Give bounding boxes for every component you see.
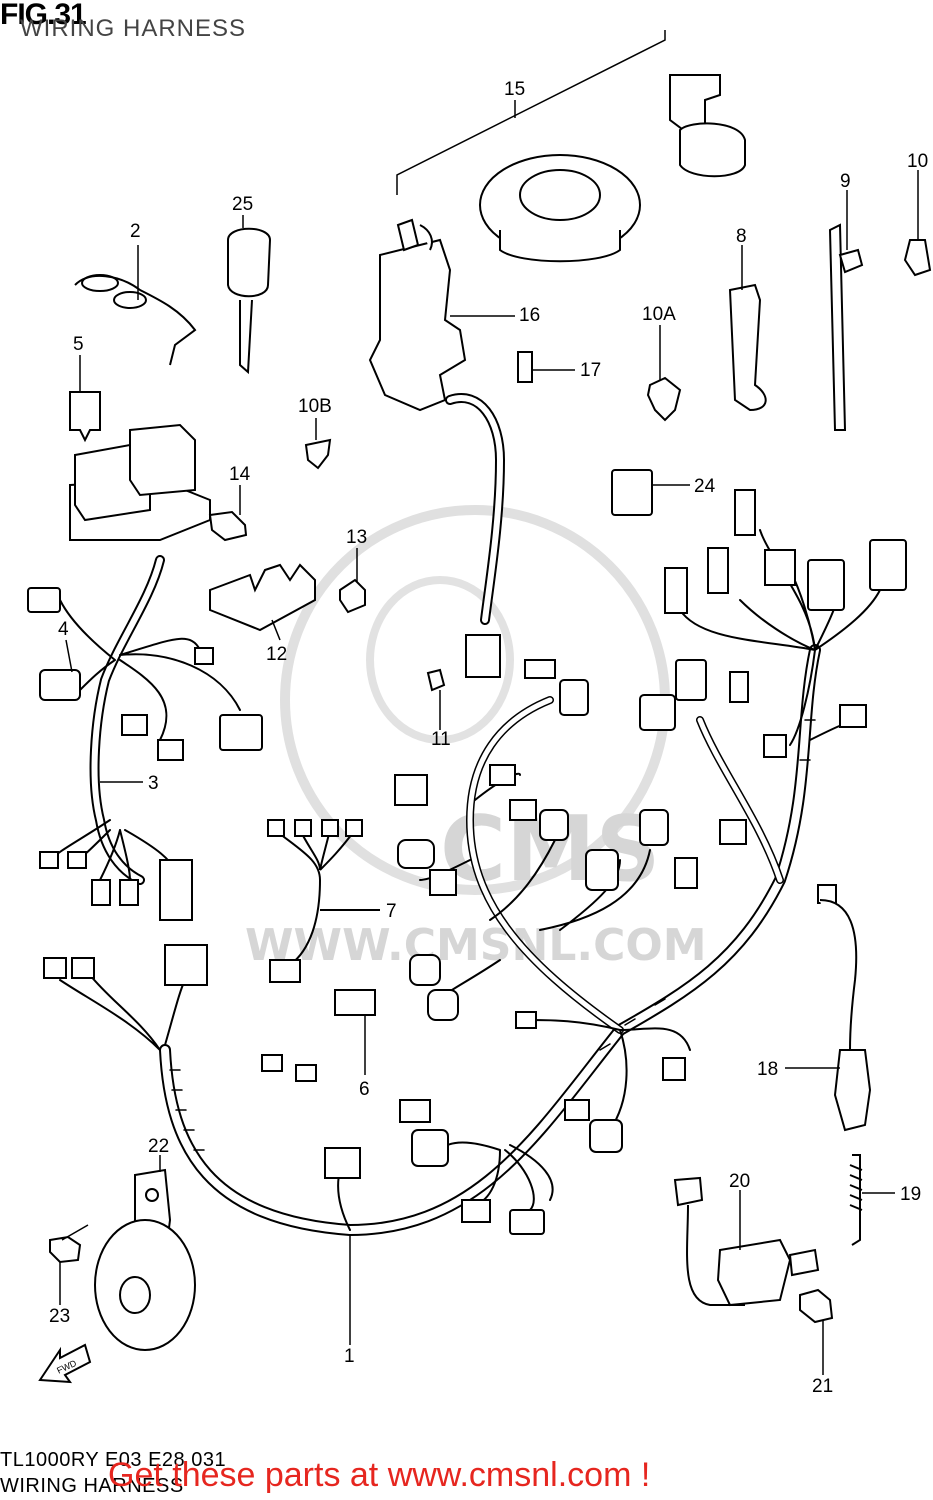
- callout-10: 10: [907, 151, 928, 172]
- callout-23: 23: [49, 1306, 70, 1327]
- reference-code: TL1000RY E03 E28 031: [0, 1449, 227, 1471]
- lower-right-parts: [49, 899, 872, 1351]
- callout-11: 11: [431, 729, 451, 750]
- part-25-key: [227, 227, 272, 375]
- main-harness: [159, 529, 881, 1236]
- part-2-clip: [74, 274, 197, 366]
- callout-25: 25: [232, 194, 253, 215]
- callout-21: 21: [812, 1376, 833, 1397]
- watermark-url: WWW.CMSNL.COM: [245, 920, 707, 971]
- reference-caption: WIRING HARNESS: [0, 1475, 184, 1497]
- callout-5: 5: [73, 334, 84, 355]
- sub-harness-3: [49, 555, 241, 1051]
- callout-22: 22: [148, 1136, 169, 1157]
- callout-8: 8: [736, 226, 747, 247]
- callout-6: 6: [359, 1079, 370, 1100]
- promo-link[interactable]: Get these parts at www.cmsnl.com !: [108, 1456, 651, 1494]
- figure-title: FIG.31: [0, 0, 87, 31]
- clips-bands: [646, 223, 932, 431]
- bracket-15: [396, 30, 666, 195]
- callout-12: 12: [266, 644, 287, 665]
- callout-9: 9: [840, 171, 851, 192]
- callout-20: 20: [729, 1171, 750, 1192]
- callout-24: 24: [694, 476, 716, 497]
- part-callouts: 1 2 3 4 5 6 7 8 9 10 10A 10B 11 12 13 14…: [49, 79, 928, 1397]
- callout-19: 19: [900, 1184, 921, 1205]
- callout-13: 13: [346, 527, 367, 548]
- callout-15: 15: [504, 79, 525, 100]
- callout-16: 16: [519, 305, 540, 326]
- part-15-lock-set: [368, 74, 746, 412]
- connectors: [27, 469, 907, 1235]
- callout-17: 17: [580, 360, 601, 381]
- fuse-relay-box: [69, 391, 211, 541]
- callout-4: 4: [58, 619, 69, 640]
- leader-lines: [59, 100, 919, 1375]
- callout-3: 3: [148, 773, 159, 794]
- callout-10b: 10B: [298, 396, 332, 417]
- small-parts: [208, 351, 533, 692]
- callout-7: 7: [386, 901, 397, 922]
- callout-2: 2: [130, 221, 141, 242]
- callout-14: 14: [229, 464, 251, 485]
- callout-10a: 10A: [642, 304, 676, 325]
- figure-subtitle: WIRING HARNESS: [20, 15, 247, 42]
- fwd-arrow: FWD: [38, 1343, 92, 1384]
- callout-1: 1: [344, 1346, 355, 1367]
- callout-18: 18: [757, 1059, 778, 1080]
- ignition-lead: [445, 393, 506, 625]
